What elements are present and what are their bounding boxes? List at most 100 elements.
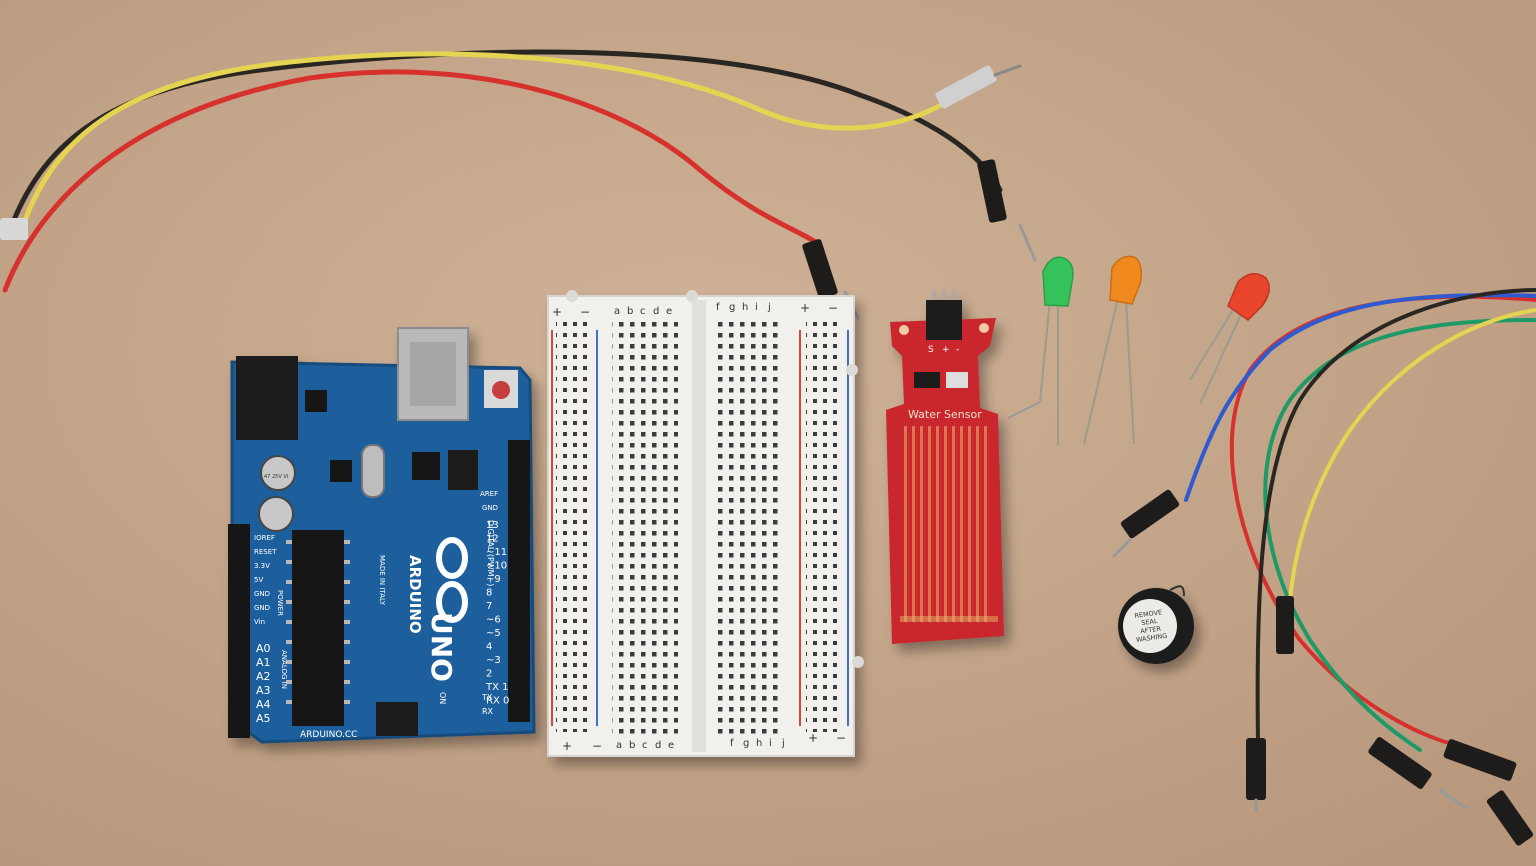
water-sensor-pin-label: S [928,345,934,355]
digital-pin-label: 8 [486,588,492,599]
arduino-model-label: UNO [425,612,458,682]
black-wire-right [1255,288,1536,742]
yellow-wire-right [1288,308,1536,602]
power-pin-label: Vin [254,618,265,626]
water-sensor-traces [904,426,990,622]
breadboard-column-label: a [614,306,620,317]
black-wire-connector [977,159,1007,223]
analog-header-label: ANALOG IN [280,650,288,689]
atmega-chip [292,530,344,726]
blue-wire-right [1184,293,1536,502]
tx-label: TX [481,693,493,702]
breadboard-left-rail [556,322,590,732]
breadboard-column-label: e [666,306,672,317]
black-wire-top [7,49,1003,233]
power-pin-label: GND [254,604,270,612]
yellow-wire-top [17,51,953,238]
breadboard-column-label: g [743,738,749,749]
breadboard-column-label: j [767,302,771,313]
analog-pin-label: A0 [256,642,271,655]
water-sensor-pin-label: - [956,345,959,355]
capacitor-2 [258,496,294,532]
breadboard-column-label: d [653,306,659,317]
power-pin-label: IOREF [254,534,275,542]
buzzer-sticker-line: REMOVE [1134,608,1163,620]
led-green [1007,256,1074,446]
rx-label: RX [482,707,494,716]
on-label: ON [438,692,447,704]
rail-minus-bottom-left: − [592,739,602,753]
breadboard-column-label: g [729,302,735,313]
power-header-label: POWER [276,590,284,616]
power-pin-label: RESET [254,548,277,556]
rail-plus-bottom-left: + [562,739,572,753]
buzzer-sticker-line: AFTER [1140,624,1162,635]
water-sensor: Water Sensor S+- [886,290,1004,644]
breadboard-column-label: h [742,302,748,313]
capacitor-label: 47 25V VI [264,474,288,480]
breadboard-grid-right [716,318,782,734]
breadboard-column-label: i [755,302,758,313]
digital-pin-label: 4 [486,642,492,653]
power-pin-label: 5V [254,576,263,584]
digital-header [508,440,530,722]
rail-plus-bottom-right: + [808,731,818,745]
breadboard-column-label: b [627,306,633,317]
buzzer-sticker [1123,599,1177,653]
led-red-body [1227,273,1270,321]
power-pin-label: 3.3V [254,562,270,570]
breadboard-column-label: j [781,738,785,749]
yellow-wire-pin [935,65,997,109]
arduino-logo [436,537,468,623]
gnd-label: GND [482,504,498,512]
digital-pin-label: ~5 [486,628,501,639]
aref-label: AREF [480,490,498,498]
breadboard-column-label: d [655,740,661,751]
breadboard-column-label: a [616,740,622,751]
digital-pin-label: 13 [486,520,499,531]
digital-label: DIGITAL (PWM~) [486,520,495,586]
digital-pin-label: ~11 [486,547,507,558]
digital-pin-label: TX 1 [485,682,509,693]
dc-power-jack [236,356,298,440]
made-in-label: MADE IN ITALY [378,555,386,606]
capacitor-1 [260,455,296,491]
water-sensor-pin-labels: S +- [928,345,959,355]
water-sensor-header [926,300,962,340]
rail-minus-top-left: − [580,305,590,319]
led-red [1189,273,1270,405]
red-wire-top [2,69,823,293]
breadboard-column-label: c [642,740,648,751]
digital-pin-label: 12 [486,534,499,545]
rail-minus-top-right: − [828,301,838,315]
analog-pin-label: A1 [256,656,271,669]
digital-pin-label: ~3 [486,655,501,666]
arduino-brand-label: ARDUINO [406,555,424,634]
analog-pin-label: A5 [256,712,271,725]
led-orange [1083,255,1143,445]
red-wire-connector [802,239,838,299]
digital-pin-label: ~9 [486,574,501,585]
icsp-header [376,702,418,736]
green-wire-right [1263,318,1536,752]
crystal [361,444,385,498]
digital-pin-label: 2 [486,669,492,680]
digital-pin-label: ~6 [486,615,501,626]
digital-pin-label: RX 0 [486,696,509,707]
analog-pin-label: A3 [256,684,271,697]
analog-pin-label: A4 [256,698,271,711]
breadboard-right-rail [806,322,840,732]
breadboard-column-label: f [730,738,734,749]
water-sensor-pin-label: + [942,345,950,355]
led-orange-body [1109,255,1143,305]
breadboard-column-label: c [640,306,646,317]
breadboard-column-label: h [756,738,762,749]
breadboard-column-label: b [629,740,635,751]
rail-minus-bottom-right: − [836,731,846,745]
breadboard-column-label: i [769,738,772,749]
